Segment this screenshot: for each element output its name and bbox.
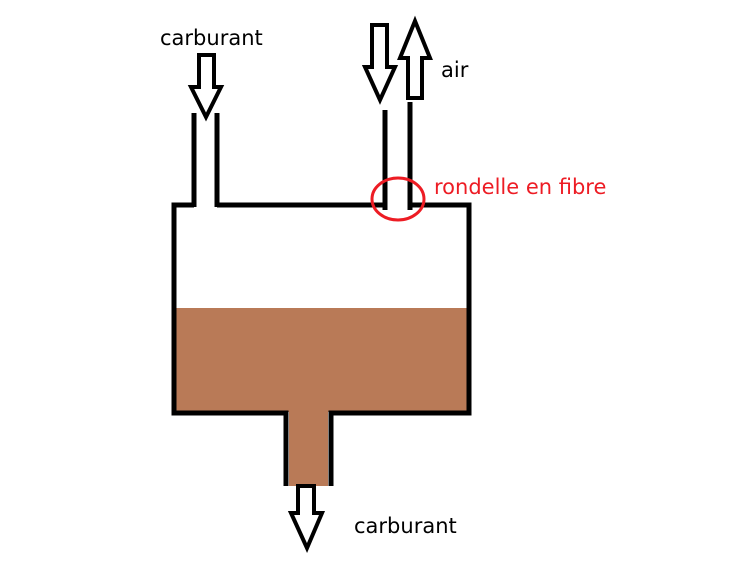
tank-fuel-fill	[176, 308, 467, 412]
tank-outline	[171, 202, 289, 486]
washer-highlight-circle	[370, 176, 426, 222]
fuel-inlet-arrow-icon	[187, 53, 225, 122]
fuel-inlet-label: carburant	[160, 26, 263, 50]
fuel-outlet-arrow-icon	[287, 484, 326, 553]
fuel-outlet-label: carburant	[354, 514, 457, 538]
air-label: air	[441, 58, 469, 82]
air-out-arrow-icon	[397, 15, 433, 100]
air-in-arrow-icon	[361, 23, 399, 105]
outlet-fuel-fill	[289, 410, 328, 486]
washer-label: rondelle en fibre	[434, 175, 607, 199]
tank-outline-right	[328, 202, 472, 486]
